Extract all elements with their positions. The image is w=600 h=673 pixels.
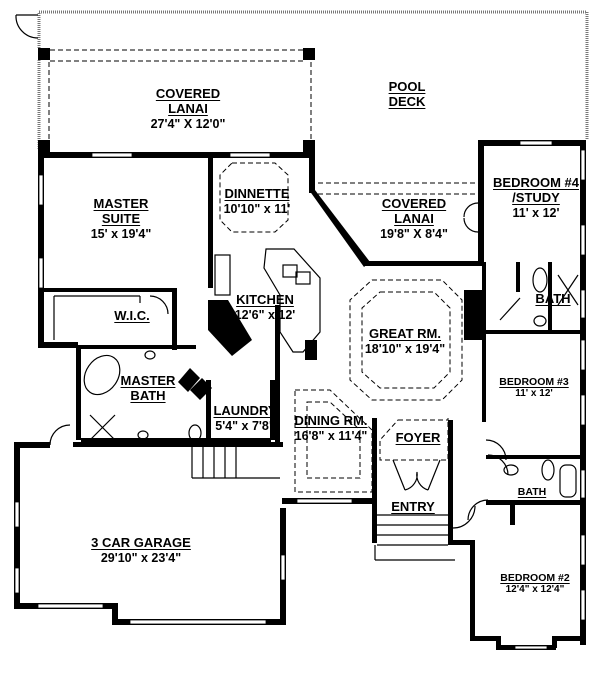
dinnette-table-outline <box>219 162 289 233</box>
room-label-bedroom-3: BEDROOM #3 11' x 12' <box>499 376 569 400</box>
rear-lanai-outline <box>38 48 315 152</box>
room-label-kitchen: KITCHEN 12'6" x 12' <box>234 292 296 322</box>
room-label-garage: 3 CAR GARAGE 29'10" x 23'4" <box>91 535 191 565</box>
door-swing <box>15 14 39 39</box>
room-label-pool-deck: POOL DECK <box>388 79 426 109</box>
entry-steps <box>374 514 455 561</box>
room-label-master-bath: MASTER BATH <box>120 373 176 403</box>
room-label-covered-lanai-side: COVERED LANAI 19'8" X 8'4" <box>380 196 448 241</box>
room-label-bath-upper: BATH <box>535 291 571 306</box>
room-label-bedroom-4: BEDROOM #4 /STUDY 11' x 12' <box>493 175 579 220</box>
garage-stairs <box>191 445 280 479</box>
room-label-bedroom-2: BEDROOM #2 12'4" x 12'4" <box>500 572 570 596</box>
room-label-laundry: LAUNDRY 5'4" x 7'8" <box>213 403 277 433</box>
garage-walls <box>14 424 286 625</box>
room-label-entry: ENTRY <box>391 499 435 514</box>
room-label-wic: W.I.C. <box>114 308 150 323</box>
exterior-walls <box>38 140 586 645</box>
room-label-dining-room: DINING RM. 16'8" x 11'4" <box>294 413 368 443</box>
room-label-great-room: GREAT RM. 18'10" x 19'4" <box>364 326 446 356</box>
room-label-master-suite: MASTER SUITE 15' x 19'4" <box>90 196 152 241</box>
bedroom-2-walls <box>448 540 586 650</box>
room-label-covered-lanai-rear: COVERED LANAI 27'4" X 12'0" <box>150 86 226 131</box>
room-label-dinnette: DINNETTE 10'10" x 11' <box>223 186 291 216</box>
room-label-bath-lower: BATH <box>517 486 547 498</box>
pool-enclosure <box>37 10 589 150</box>
room-label-foyer: FOYER <box>395 430 441 445</box>
interior-walls <box>40 158 580 545</box>
